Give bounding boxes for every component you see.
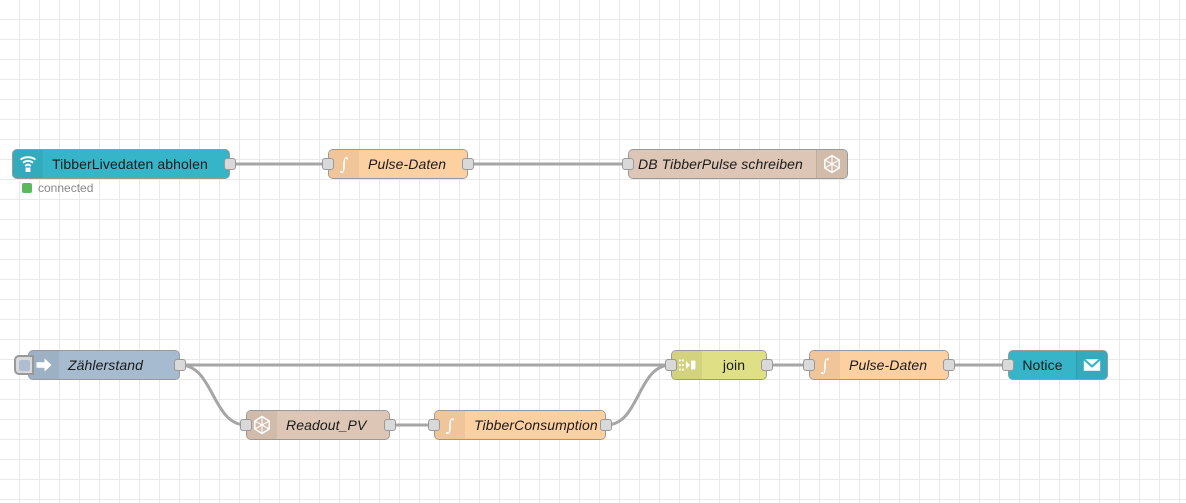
node-inject-zaehlerstand[interactable]: Zählerstand [14, 350, 186, 380]
node-body: ∫ TibberConsumption [435, 411, 605, 439]
wire[interactable] [604, 363, 673, 427]
input-port[interactable] [322, 158, 334, 170]
input-port[interactable] [1002, 359, 1014, 371]
node-label: DB TibberPulse schreiben [638, 156, 803, 172]
function-f-icon: ∫ [810, 351, 840, 379]
input-port[interactable] [240, 419, 252, 431]
output-port[interactable] [224, 158, 236, 170]
node-body: Zählerstand [29, 351, 179, 379]
inject-arrow-icon [29, 351, 59, 379]
node-fn-pulse-daten-1[interactable]: ∫ Pulse-Daten [322, 149, 474, 179]
node-label: Pulse-Daten [849, 357, 928, 373]
svg-text:∫: ∫ [821, 356, 830, 375]
node-mongo-readout-pv[interactable]: Readout_PV [240, 410, 396, 440]
input-port[interactable] [428, 419, 440, 431]
node-label: Notice [1022, 357, 1063, 373]
node-label: join [722, 357, 746, 373]
node-body: ∫ Pulse-Daten [810, 351, 948, 379]
wire[interactable] [178, 363, 248, 427]
output-port[interactable] [462, 158, 474, 170]
status-text: connected [38, 181, 94, 195]
output-port[interactable] [384, 419, 396, 431]
input-port[interactable] [622, 158, 634, 170]
node-body: Notice [1009, 351, 1107, 379]
mongodb-leaf-icon [816, 150, 847, 178]
input-port[interactable] [803, 359, 815, 371]
wifi-icon [13, 150, 43, 178]
node-label: Zählerstand [68, 357, 144, 373]
svg-text:∫: ∫ [446, 416, 455, 435]
envelope-icon [1076, 351, 1107, 379]
function-f-icon: ∫ [329, 150, 359, 178]
node-body: DB TibberPulse schreiben [629, 150, 847, 178]
node-mqtt-in[interactable]: TibberLivedaten abholen [12, 149, 236, 179]
status-dot-icon [22, 183, 32, 193]
node-body: Readout_PV [247, 411, 389, 439]
node-label: Pulse-Daten [368, 156, 447, 172]
input-port[interactable] [665, 359, 677, 371]
node-fn-tibberconsumption[interactable]: ∫ TibberConsumption [428, 410, 612, 440]
node-label: TibberLivedaten abholen [52, 156, 208, 172]
node-body: TibberLivedaten abholen [13, 150, 229, 178]
node-db-tibberpulse-schreiben[interactable]: DB TibberPulse schreiben [622, 149, 848, 179]
node-notice[interactable]: Notice [1002, 350, 1108, 380]
mongodb-leaf-icon [247, 411, 277, 439]
svg-text:∫: ∫ [340, 155, 349, 174]
inject-trigger-button[interactable] [14, 355, 34, 375]
output-port[interactable] [943, 359, 955, 371]
node-join[interactable]: join [665, 350, 773, 380]
output-port[interactable] [174, 359, 186, 371]
join-icon [672, 351, 702, 379]
node-status: connected [22, 181, 93, 195]
node-label: TibberConsumption [474, 417, 598, 433]
node-body: join [672, 351, 766, 379]
output-port[interactable] [761, 359, 773, 371]
node-fn-pulse-daten-2[interactable]: ∫ Pulse-Daten [803, 350, 955, 380]
node-body: ∫ Pulse-Daten [329, 150, 467, 178]
output-port[interactable] [600, 419, 612, 431]
function-f-icon: ∫ [435, 411, 465, 439]
node-label: Readout_PV [286, 417, 367, 433]
